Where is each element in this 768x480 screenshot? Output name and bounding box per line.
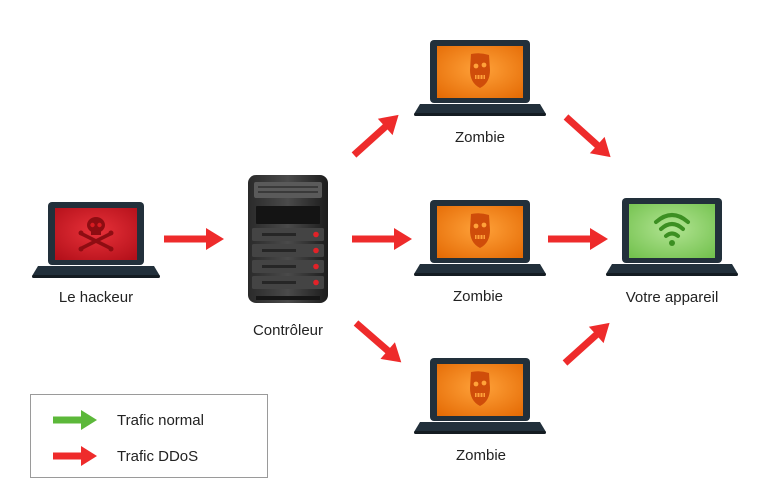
zombie-top-label: Zombie	[454, 129, 506, 146]
target-label: Votre appareil	[625, 289, 719, 306]
legend-item-ddos: Trafic DDoS	[51, 443, 198, 469]
server-tower-icon	[248, 175, 328, 303]
zombie-bottom-label: Zombie	[455, 447, 507, 464]
arrow-controller-to-zombie-middle	[352, 228, 412, 250]
red-arrow-icon	[53, 446, 97, 466]
green-arrow-icon	[53, 410, 97, 430]
arrow-hacker-to-controller	[164, 228, 224, 250]
zombie-laptop-middle	[414, 200, 546, 276]
arrow-controller-to-zombie-bottom	[353, 320, 402, 363]
zombie-laptop-bottom	[414, 358, 546, 434]
ddos-arrows	[164, 114, 611, 366]
arrow-zombie-middle-to-target	[548, 228, 608, 250]
legend-normal-label: Trafic normal	[117, 411, 204, 429]
controller-label: Contrôleur	[252, 322, 324, 339]
target-laptop	[606, 198, 738, 276]
zombie-face-icon	[470, 213, 490, 248]
arrow-controller-to-zombie-top	[351, 114, 399, 158]
skull-crossbones-icon	[78, 217, 114, 252]
controller-server	[248, 175, 328, 303]
legend-item-normal: Trafic normal	[51, 407, 204, 433]
zombie-face-icon	[470, 371, 490, 406]
hacker-laptop	[32, 202, 160, 278]
zombie-middle-label: Zombie	[452, 288, 504, 305]
legend: Trafic normal Trafic DDoS	[30, 394, 268, 478]
wifi-icon	[654, 213, 690, 246]
arrow-zombie-bottom-to-target	[562, 322, 610, 366]
legend-ddos-label: Trafic DDoS	[117, 447, 199, 465]
hacker-label: Le hackeur	[58, 289, 134, 306]
zombie-laptop-top	[414, 40, 546, 116]
zombie-face-icon	[470, 53, 490, 88]
arrow-zombie-top-to-target	[563, 114, 611, 158]
